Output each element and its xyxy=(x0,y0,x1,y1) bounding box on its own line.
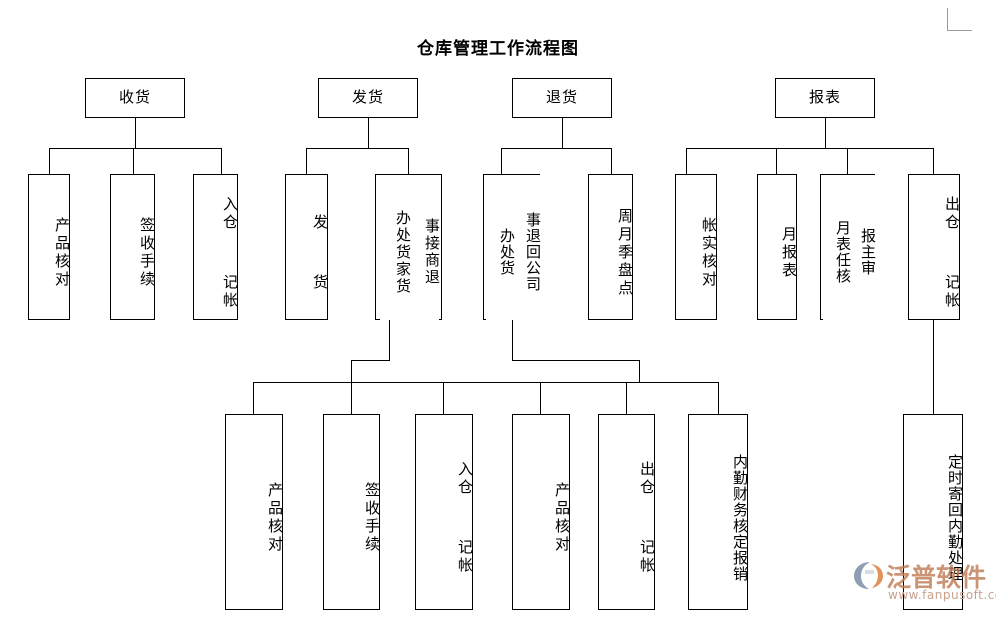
merchant-return-col-right: 事接商退 xyxy=(409,175,441,321)
node-return-to-company[interactable]: 事退回公司 办处货 xyxy=(483,174,542,321)
connector-shipping-sub-drop-1 xyxy=(253,382,254,414)
connector-shipping-sub-bus xyxy=(253,382,719,383)
connector-returns-sub-drop-2 xyxy=(626,382,627,414)
connector-shipping-sub-drop-2 xyxy=(351,382,352,414)
node-merchant-return-handling[interactable]: 事接商退 办处货家货 xyxy=(375,174,442,321)
page-title: 仓库管理工作流程图 xyxy=(417,39,579,59)
node-reports-root[interactable]: 报表 xyxy=(775,78,875,118)
node-instore-record-shipping[interactable]: 入仓 记帐 xyxy=(415,414,474,610)
connector-reports-sub-long xyxy=(933,320,934,414)
return-company-col-left: 办处货 xyxy=(486,175,516,321)
node-monthly-report[interactable]: 月报表 xyxy=(757,174,798,320)
connector-returns-sub-drop-3 xyxy=(718,382,719,414)
node-product-check-returns[interactable]: 产品核对 xyxy=(512,414,571,610)
node-product-check-receiving[interactable]: 产品核对 xyxy=(28,174,71,320)
report-review-col-left: 月表任核 xyxy=(823,175,852,321)
fanpu-logo-icon xyxy=(854,562,883,589)
node-sign-procedure-shipping[interactable]: 签收手续 xyxy=(323,414,381,610)
watermark-url: www.fanpusoft.com xyxy=(888,588,996,602)
node-outstore-record-returns[interactable]: 出仓 记帐 xyxy=(598,414,656,610)
connector-returns-sub-drop-1 xyxy=(540,382,541,414)
connector-returns-stem xyxy=(562,118,563,148)
connector-reports-stem xyxy=(825,118,826,148)
return-company-col-right: 事退回公司 xyxy=(512,175,542,321)
connector-receiving-drop-2 xyxy=(133,148,134,174)
node-weekly-monthly-count[interactable]: 周月季盘点 xyxy=(588,174,634,320)
node-product-check-shipping[interactable]: 产品核对 xyxy=(225,414,284,610)
node-ship-goods[interactable]: 发 货 xyxy=(285,174,329,320)
watermark-brand: 泛普软件 xyxy=(886,563,987,592)
connector-returns-sub-riser xyxy=(639,360,640,382)
node-shipping-root[interactable]: 发货 xyxy=(318,78,418,118)
connector-reports-drop-1 xyxy=(686,148,687,174)
page-corner-mark xyxy=(947,8,972,31)
connector-reports-drop-2 xyxy=(776,148,777,174)
connector-shipping-sub-stem xyxy=(389,320,390,360)
node-mail-back-handling[interactable]: 定时寄回内勤处理 xyxy=(903,414,964,610)
connector-shipping-drop-1 xyxy=(306,148,307,174)
node-instore-record-receiving[interactable]: 入仓 记帐 xyxy=(193,174,239,320)
connector-shipping-drop-2 xyxy=(408,148,409,174)
connector-shipping-sub-drop-3 xyxy=(443,382,444,414)
connector-shipping-bus xyxy=(306,148,408,149)
connector-receiving-drop-1 xyxy=(49,148,50,174)
node-outstore-record-reports[interactable]: 出仓 记帐 xyxy=(908,174,961,320)
watermark: 泛普软件 www.fanpusoft.com xyxy=(852,558,996,614)
connector-reports-drop-4 xyxy=(933,148,934,174)
node-returns-root[interactable]: 退货 xyxy=(512,78,612,118)
connector-shipping-sub-jog xyxy=(351,360,390,361)
connector-receiving-stem xyxy=(135,118,136,148)
node-finance-reimburse[interactable]: 内勤财务核定报销 xyxy=(688,414,749,610)
connector-returns-sub-jog xyxy=(512,360,639,361)
merchant-return-col-left: 办处货家货 xyxy=(380,175,412,321)
connector-returns-sub-bus xyxy=(540,382,718,383)
connector-reports-drop-3 xyxy=(847,148,848,174)
report-review-col-right: 报主审 xyxy=(848,175,877,321)
node-receiving-root[interactable]: 收货 xyxy=(85,78,185,118)
connector-returns-drop-2 xyxy=(611,148,612,174)
connector-reports-bus xyxy=(686,148,933,149)
connector-shipping-sub-riser xyxy=(351,360,352,382)
node-account-check[interactable]: 帐实核对 xyxy=(675,174,718,320)
connector-receiving-drop-3 xyxy=(221,148,222,174)
node-report-manager-review[interactable]: 报主审 月表任核 xyxy=(820,174,877,321)
connector-returns-sub-stem xyxy=(512,320,513,360)
node-sign-procedure-receiving[interactable]: 签收手续 xyxy=(110,174,156,320)
connector-shipping-stem xyxy=(368,118,369,148)
connector-returns-drop-1 xyxy=(501,148,502,174)
connector-receiving-bus xyxy=(49,148,221,149)
connector-returns-bus xyxy=(501,148,611,149)
